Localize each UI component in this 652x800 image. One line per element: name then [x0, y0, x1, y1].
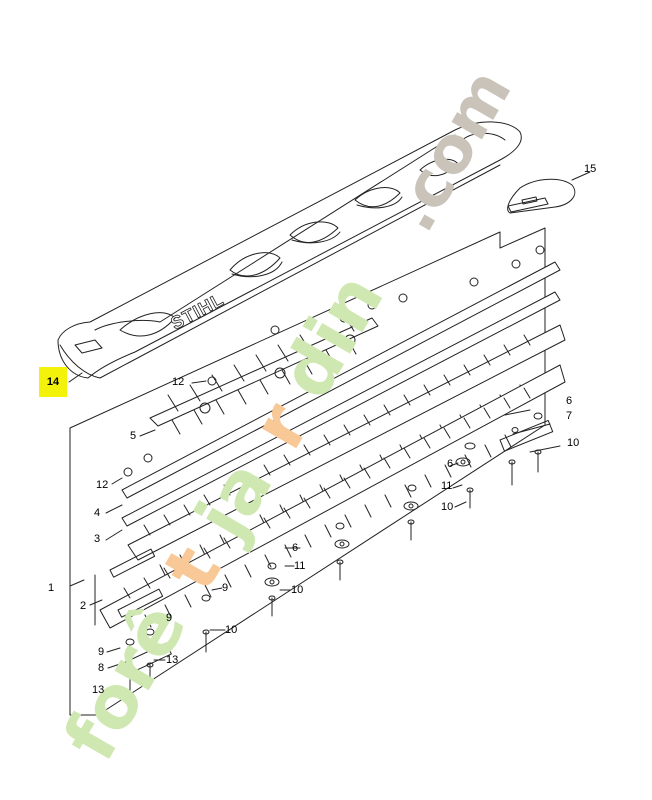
- callout-9: 9: [166, 612, 173, 624]
- callout-1: 1: [48, 582, 55, 594]
- callout-6: 6: [447, 458, 454, 470]
- bar-part-3: [105, 291, 561, 541]
- nuts-part-12: [111, 245, 545, 485]
- plate-part-8: [129, 642, 172, 672]
- leader-lines: [68, 372, 561, 691]
- bar-part-4: [105, 261, 561, 514]
- callout-11: 11: [294, 560, 306, 572]
- callout-8: 8: [98, 662, 105, 674]
- fasteners: [125, 412, 543, 695]
- plate-part-7: [499, 420, 554, 452]
- lower-blade-part-2: [89, 364, 566, 629]
- callout-13: 13: [92, 684, 105, 696]
- callout-10: 10: [225, 624, 238, 636]
- callout-3: 3: [94, 533, 101, 545]
- callout-13: 13: [166, 654, 179, 666]
- assembly-outline: [69, 227, 546, 716]
- callout-6: 6: [292, 542, 299, 554]
- guard-clip-part-15: [507, 171, 591, 214]
- upper-blade: [127, 324, 566, 578]
- callout-12: 12: [96, 479, 109, 491]
- callout-9: 9: [98, 646, 105, 658]
- callout-11: 11: [441, 480, 453, 492]
- blade-guide-part-5: [139, 314, 379, 437]
- callout-12: 12: [172, 376, 185, 388]
- callout-2: 2: [80, 600, 87, 612]
- callout-10: 10: [441, 501, 454, 513]
- callout-14: 14: [39, 367, 67, 397]
- callout-7: 7: [566, 410, 573, 422]
- callout-9: 9: [222, 582, 229, 594]
- callout-10: 10: [291, 584, 304, 596]
- callout-10: 10: [567, 437, 580, 449]
- callout-6: 6: [566, 395, 573, 407]
- callout-4: 4: [94, 507, 101, 519]
- blade-guard-part-14: [57, 121, 522, 379]
- callout-5: 5: [130, 430, 137, 442]
- callout-15: 15: [584, 163, 597, 175]
